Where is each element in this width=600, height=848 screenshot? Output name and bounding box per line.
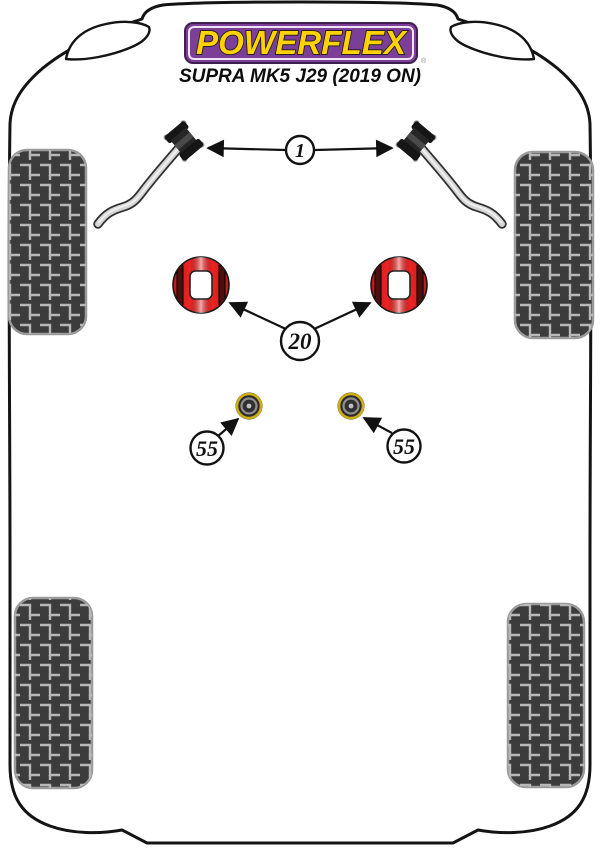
- anti-roll-bar-left: [93, 144, 183, 229]
- arrow-callout55-right: [362, 417, 393, 434]
- arrow-callout20-right: [311, 301, 372, 331]
- arb-bush-right: [395, 120, 437, 162]
- registered-trademark: ®: [421, 57, 427, 65]
- tyre-tread-pattern: [15, 598, 92, 788]
- powerflex-logo: POWERFLEX ®: [184, 22, 427, 65]
- front-mount-bush-right: [370, 256, 428, 314]
- arrow-callout20-left: [228, 301, 289, 331]
- anti-roll-bar-right: [417, 144, 507, 229]
- front-mount-bush-left: [172, 256, 230, 314]
- tyre-rear-left: [13, 596, 94, 790]
- tyre-tread-pattern: [508, 604, 584, 787]
- callout-55-right: 55: [386, 428, 422, 464]
- tyre-tread-pattern: [515, 152, 593, 338]
- logo-background: [184, 22, 418, 64]
- arb-bush-left: [163, 120, 205, 162]
- callout-1-number: 1: [295, 140, 305, 162]
- logo-inner-border: [188, 26, 414, 60]
- tyre-rear-right: [506, 602, 586, 789]
- callout-20-number: 20: [288, 329, 313, 354]
- tyre-tread-pattern: [9, 150, 86, 334]
- car-body-outline: [7, 0, 593, 845]
- callout-55-left: 55: [189, 430, 225, 466]
- callout-20: 20: [279, 320, 321, 362]
- callout-55-right-number: 55: [393, 434, 415, 459]
- brand-logo-text: POWERFLEX: [196, 24, 408, 61]
- headlight-left: [64, 20, 151, 61]
- tyre-front-left: [7, 148, 88, 336]
- arrow-callout55-left: [217, 417, 240, 437]
- tyre-front-right: [513, 150, 595, 340]
- small-bush-right: [337, 392, 365, 420]
- arrow-callout1-left: [206, 139, 286, 158]
- headlight-right: [449, 20, 536, 61]
- model-title: SUPRA MK5 J29 (2019 ON): [179, 66, 421, 87]
- callout-55-left-number: 55: [196, 436, 218, 461]
- small-bush-left: [235, 392, 263, 420]
- callout-1: 1: [284, 134, 316, 166]
- arrow-callout1-right: [314, 139, 394, 158]
